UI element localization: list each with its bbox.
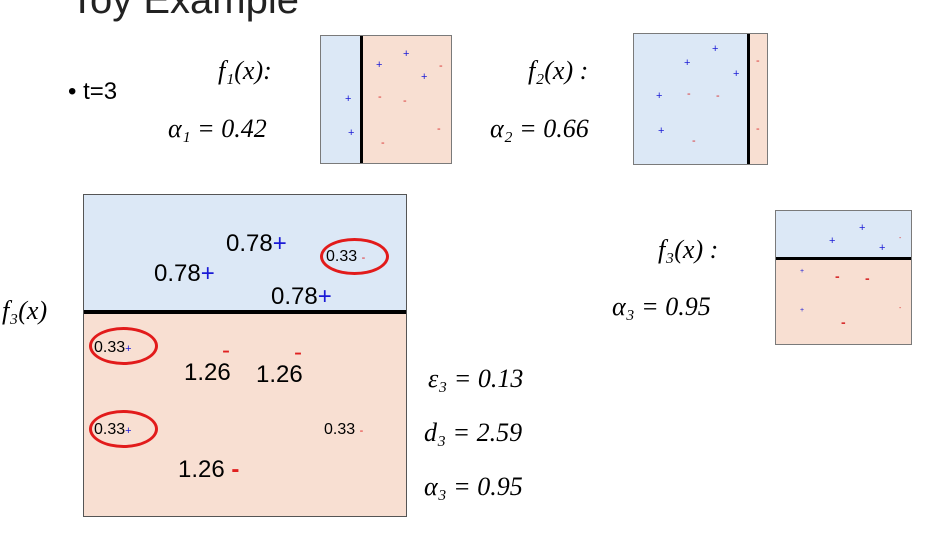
weight-label: 0.33 - bbox=[324, 421, 364, 438]
f1-minus-marker: - bbox=[439, 60, 443, 72]
f2-negative-region bbox=[748, 34, 767, 164]
f1-minus-marker: - bbox=[403, 95, 407, 107]
slide-title: Toy Example bbox=[70, 0, 299, 22]
weight-label: 1.26- bbox=[184, 337, 231, 386]
f1-plus-marker: + bbox=[348, 127, 355, 139]
misclassified-circle bbox=[89, 327, 158, 365]
weight-label: 0.78+ bbox=[154, 260, 215, 287]
f3-main-label: f₃(x) bbox=[2, 296, 48, 325]
f2-plus-marker: + bbox=[658, 125, 665, 137]
f1-positive-region bbox=[321, 36, 360, 163]
f3-decision-line bbox=[776, 257, 911, 260]
f3-minus-marker: - bbox=[865, 270, 870, 286]
alpha3-label: α₃ = 0.95 bbox=[612, 292, 711, 321]
f3-label: f₃(x) : bbox=[658, 235, 719, 264]
f3-minus-marker: - bbox=[835, 268, 840, 284]
f3-plus-marker: + bbox=[800, 307, 805, 314]
d-value: d₃ = 2.59 bbox=[424, 418, 523, 447]
f1-plus-marker: + bbox=[376, 59, 383, 71]
alpha2-label: α₂ = 0.66 bbox=[490, 114, 589, 143]
f3-minus-marker: - bbox=[899, 305, 902, 312]
f3-plus-marker: + bbox=[879, 242, 886, 254]
f2-minus-marker: - bbox=[687, 88, 691, 100]
weighted-decision-line bbox=[84, 310, 406, 314]
alpha1-label: α₁ = 0.42 bbox=[168, 114, 267, 143]
f3-minus-marker: - bbox=[899, 235, 902, 242]
f1-minus-marker: - bbox=[381, 137, 385, 149]
f2-plus-marker: + bbox=[733, 68, 740, 80]
f3-plus-marker: + bbox=[829, 235, 836, 247]
f2-plus-marker: + bbox=[656, 90, 663, 102]
f3-panel: + + + + + - - - - - bbox=[775, 210, 912, 345]
misclassified-circle bbox=[320, 238, 389, 275]
f2-minus-marker: - bbox=[756, 55, 760, 67]
f1-minus-marker: - bbox=[378, 91, 382, 103]
weight-label: 0.78+ bbox=[271, 283, 332, 310]
f3-plus-marker: + bbox=[859, 222, 866, 234]
f1-panel: + + + + + - - - - - bbox=[320, 35, 452, 164]
f1-minus-marker: - bbox=[437, 123, 441, 135]
bullet-t3: • t=3 bbox=[68, 78, 118, 105]
f3-plus-marker: + bbox=[800, 268, 805, 275]
f3-positive-region bbox=[776, 211, 911, 259]
f2-label: f₂(x) : bbox=[528, 56, 589, 85]
alpha3-value: α₃ = 0.95 bbox=[424, 472, 523, 501]
f1-plus-marker: + bbox=[421, 71, 428, 83]
f1-label: f₁(x): bbox=[218, 56, 272, 85]
epsilon-value: ε₃ = 0.13 bbox=[428, 364, 524, 393]
f3-minus-marker: - bbox=[841, 314, 846, 330]
f2-panel: + + + + + - - - - - bbox=[633, 33, 768, 165]
f1-plus-marker: + bbox=[345, 93, 352, 105]
f2-plus-marker: + bbox=[712, 43, 719, 55]
misclassified-circle bbox=[89, 410, 158, 448]
weight-label: 0.78+ bbox=[226, 230, 287, 257]
f2-plus-marker: + bbox=[684, 57, 691, 69]
f2-minus-marker: - bbox=[692, 135, 696, 147]
f2-minus-marker: - bbox=[756, 123, 760, 135]
f2-decision-line bbox=[747, 34, 750, 164]
weighted-panel: 0.78+ 0.78+ 0.78+ 0.33 - 0.33+ 1.26- 1.2… bbox=[83, 194, 407, 517]
f1-plus-marker: + bbox=[403, 48, 410, 60]
f2-minus-marker: - bbox=[716, 90, 720, 102]
weight-label: 1.26- bbox=[256, 339, 303, 388]
f1-decision-line bbox=[360, 36, 363, 163]
weight-label: 1.26 - bbox=[178, 456, 240, 483]
